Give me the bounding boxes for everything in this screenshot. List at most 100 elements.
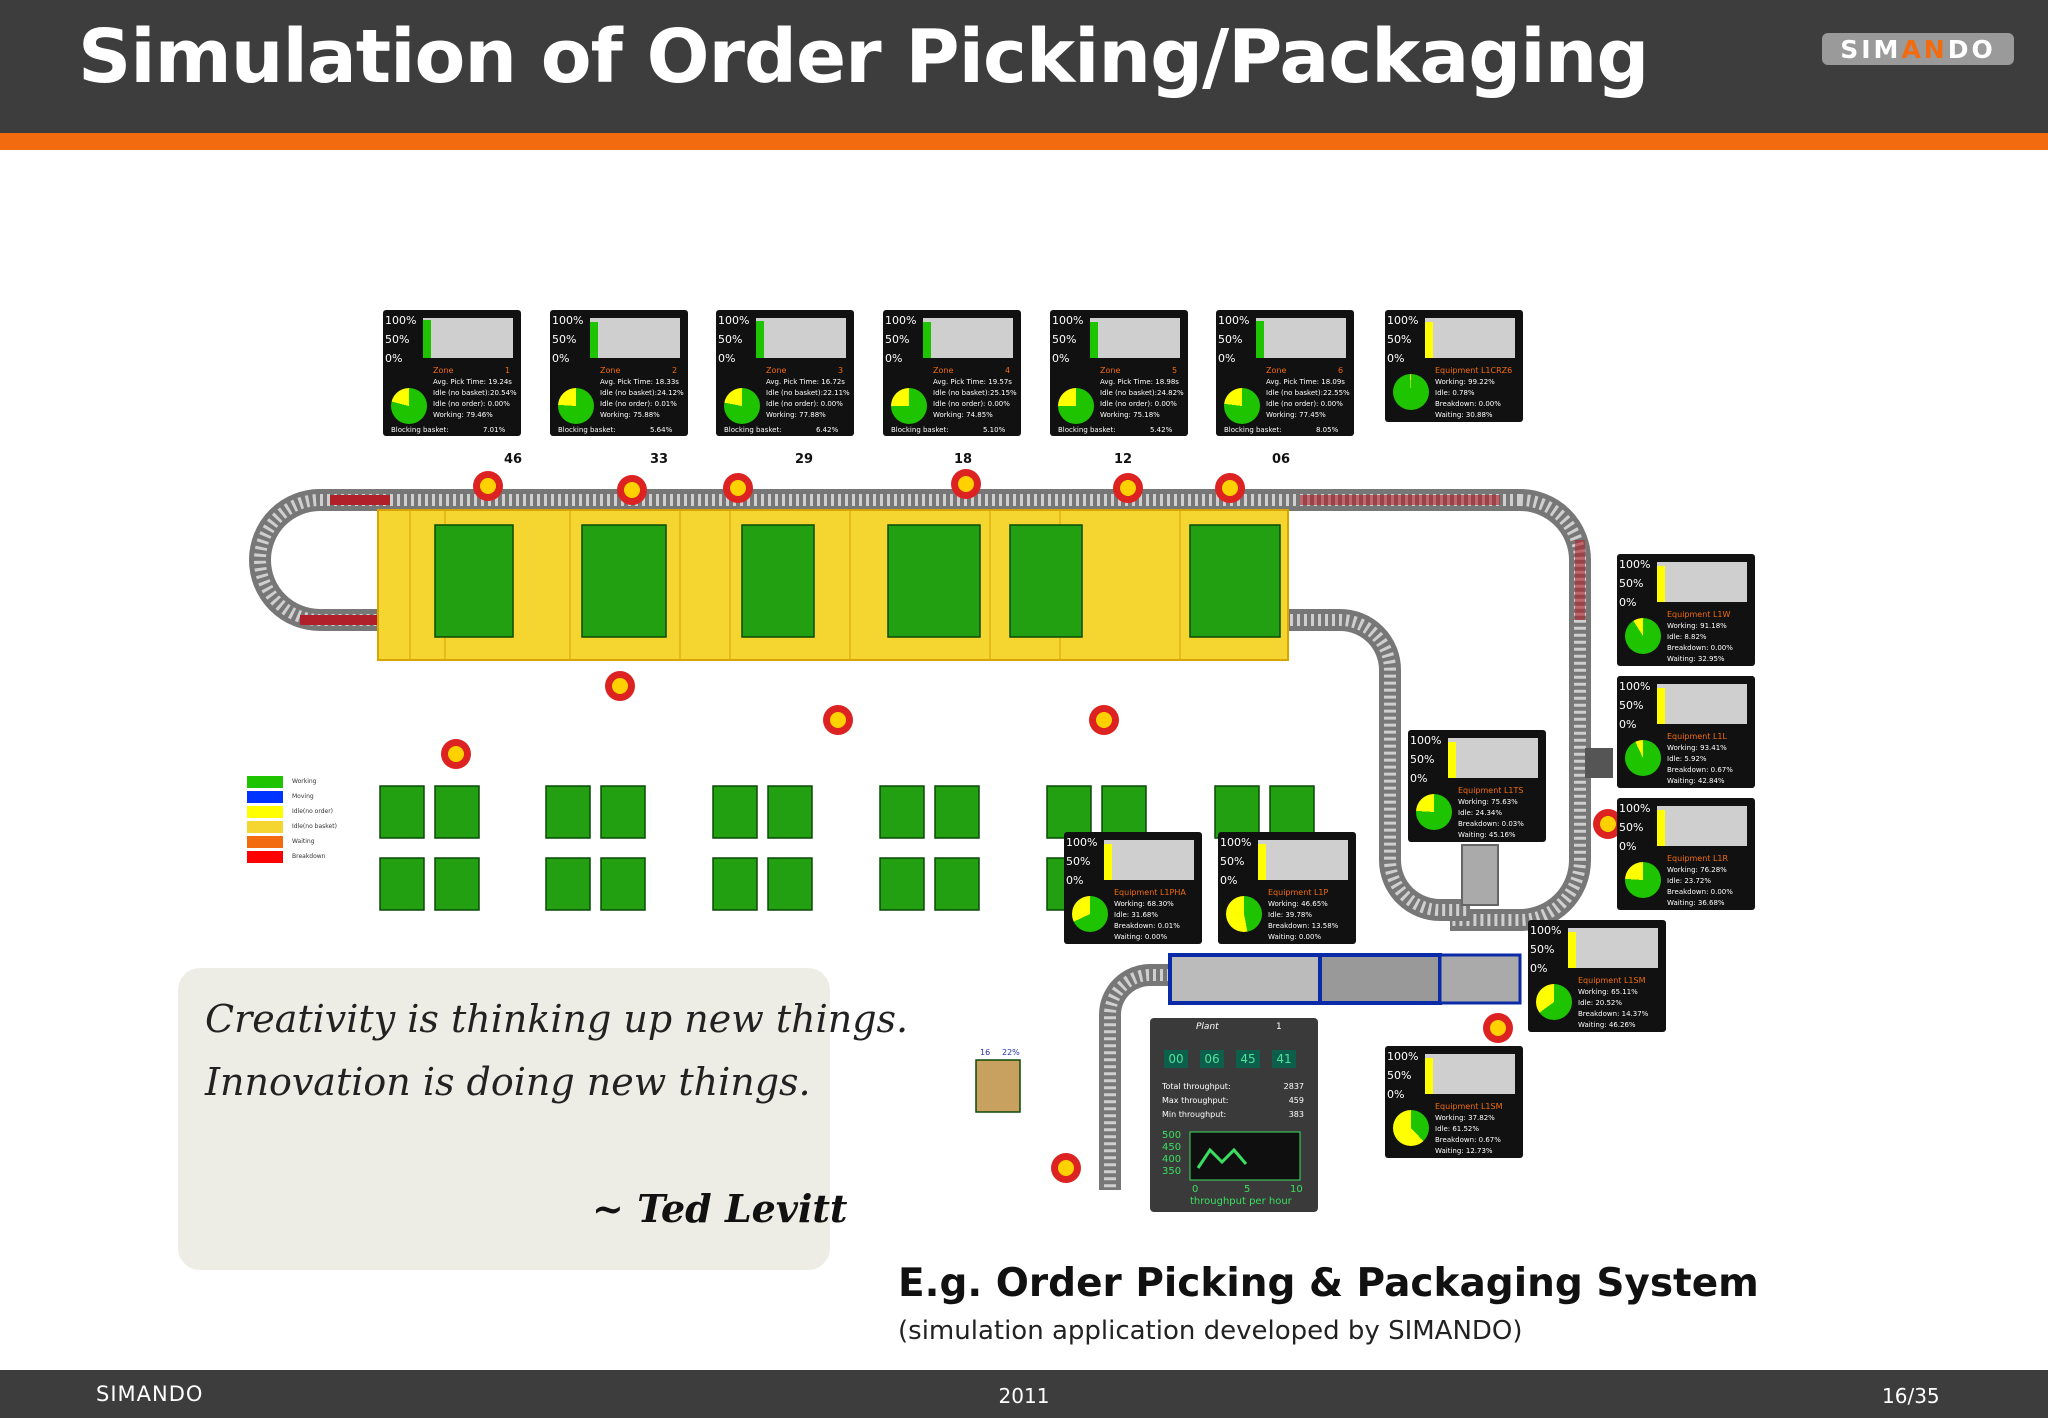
percent-label: 100% <box>1410 734 1442 747</box>
utilization-chart <box>1425 318 1515 358</box>
blocking-basket-label: Blocking basket: <box>724 426 782 434</box>
panel-metric-line: Working: 74.85% <box>933 411 993 419</box>
utilization-pie <box>1625 618 1661 654</box>
panel-metric-line: Avg. Pick Time: 18.33s <box>600 378 679 386</box>
blocking-basket-value: 6.42% <box>816 426 839 434</box>
quote-line-2: Innovation is doing new things. <box>205 1060 811 1104</box>
panel-metric-line: Working: 75.88% <box>600 411 660 419</box>
zone-id: 5 <box>1172 366 1178 375</box>
utilization-pie <box>1416 794 1452 830</box>
footer-page-number: 16/35 <box>1882 1384 1940 1408</box>
panel-metric-line: Idle (no basket):25.15% <box>933 389 1017 397</box>
utilization-bar <box>756 321 764 358</box>
packaging-machines <box>1168 748 1613 1005</box>
metric-label: Max throughput: <box>1162 1096 1229 1105</box>
percent-label: 0% <box>1220 874 1238 887</box>
utilization-chart <box>423 318 513 358</box>
main-conveyor-loop-edge <box>254 494 1520 626</box>
legend-label: Idle(no order) <box>292 808 333 815</box>
panel-metric-line: Idle: 24.34% <box>1458 809 1503 817</box>
zone-number-label: 33 <box>650 452 669 467</box>
y-tick: 500 <box>1162 1130 1181 1141</box>
percent-label: 50% <box>1066 855 1091 868</box>
pallet-label-right: 22% <box>1002 1048 1020 1057</box>
plant-number: 1 <box>1276 1022 1282 1032</box>
percent-label: 100% <box>552 314 584 327</box>
logo-part-3: DO <box>1947 34 1996 64</box>
percent-label: 100% <box>385 314 417 327</box>
percent-label: 0% <box>885 352 903 365</box>
clock-seconds: 41 <box>1272 1050 1296 1068</box>
footer-brand: SIMANDO <box>96 1382 204 1406</box>
percent-label: 50% <box>1387 1069 1412 1082</box>
utilization-chart <box>1657 806 1747 846</box>
percent-label: 50% <box>885 333 910 346</box>
panel-metric-line: Waiting: 12.73% <box>1435 1147 1493 1155</box>
conveyor-baskets <box>300 495 1585 625</box>
percent-label: 0% <box>1530 962 1548 975</box>
percent-label: 100% <box>1619 802 1651 815</box>
legend-swatch <box>247 821 283 833</box>
legend-swatch <box>247 776 283 788</box>
legend-swatch <box>247 806 283 818</box>
worker-icon <box>1113 473 1143 503</box>
panel-metric-line: Waiting: 0.00% <box>1114 933 1168 941</box>
panel-metric-line: Idle (no basket):24.12% <box>600 389 684 397</box>
legend-label: Breakdown <box>292 853 326 860</box>
logo-part-1: SIM <box>1840 34 1902 64</box>
panel-metric-line: Idle: 61.52% <box>1435 1125 1480 1133</box>
utilization-chart <box>1104 840 1194 880</box>
throughput-line <box>1196 1147 1248 1169</box>
legend-label: Idle(no basket) <box>292 823 337 830</box>
plant-throughput-panel: Plant 1 00 06 45 41 Total throughput: 28… <box>1150 1018 1318 1212</box>
zone-number-label: 12 <box>1114 452 1133 467</box>
percent-label: 100% <box>1387 314 1419 327</box>
utilization-chart <box>1425 1054 1515 1094</box>
panel-metric-line: Idle (no basket):22.55% <box>1266 389 1350 397</box>
percent-label: 0% <box>718 352 736 365</box>
percent-label: 100% <box>1387 1050 1419 1063</box>
utilization-pie <box>1226 896 1262 932</box>
utilization-bar <box>923 322 931 358</box>
worker-icon <box>1483 1013 1513 1043</box>
percent-label: 50% <box>1619 577 1644 590</box>
header-accent-stripe <box>0 133 2048 150</box>
percent-label: 50% <box>385 333 410 346</box>
panel-title: Zone <box>766 366 787 375</box>
utilization-bar <box>1258 844 1266 880</box>
percent-label: 50% <box>1052 333 1077 346</box>
panel-metric-line: Working: 77.45% <box>1266 411 1326 419</box>
percent-label: 50% <box>1619 821 1644 834</box>
metric-label: Min throughput: <box>1162 1110 1227 1119</box>
panel-metric-line: Waiting: 42.84% <box>1667 777 1725 785</box>
x-tick: 5 <box>1244 1184 1250 1194</box>
panel-metric-line: Working: 79.46% <box>433 411 493 419</box>
quote-box <box>178 968 830 1270</box>
blocking-basket-value: 5.64% <box>650 426 673 434</box>
panel-metric-line: Breakdown: 14.37% <box>1578 1010 1649 1018</box>
legend-swatch <box>247 836 283 848</box>
panel-metric-line: Idle: 23.72% <box>1667 877 1712 885</box>
blocking-basket-label: Blocking basket: <box>558 426 616 434</box>
throughput-legend: throughput per hour <box>1190 1196 1292 1207</box>
utilization-bar <box>1448 742 1456 778</box>
panel-metric-line: Working: 68.30% <box>1114 900 1174 908</box>
percent-label: 50% <box>1530 943 1555 956</box>
utilization-chart <box>1258 840 1348 880</box>
percent-label: 0% <box>385 352 403 365</box>
panel-title: Equipment L1TS <box>1458 786 1524 795</box>
legend-swatch <box>247 791 283 803</box>
panel-metric-line: Idle (no order): 0.00% <box>933 400 1010 408</box>
utilization-chart <box>1090 318 1180 358</box>
panel-metric-line: Breakdown: 0.03% <box>1458 820 1524 828</box>
utilization-chart <box>1256 318 1346 358</box>
utilization-chart <box>590 318 680 358</box>
blocking-basket-label: Blocking basket: <box>1224 426 1282 434</box>
percent-label: 100% <box>1218 314 1250 327</box>
utilization-chart <box>1657 562 1747 602</box>
panel-metric-line: Breakdown: 13.58% <box>1268 922 1339 930</box>
slide-header <box>0 0 2048 133</box>
